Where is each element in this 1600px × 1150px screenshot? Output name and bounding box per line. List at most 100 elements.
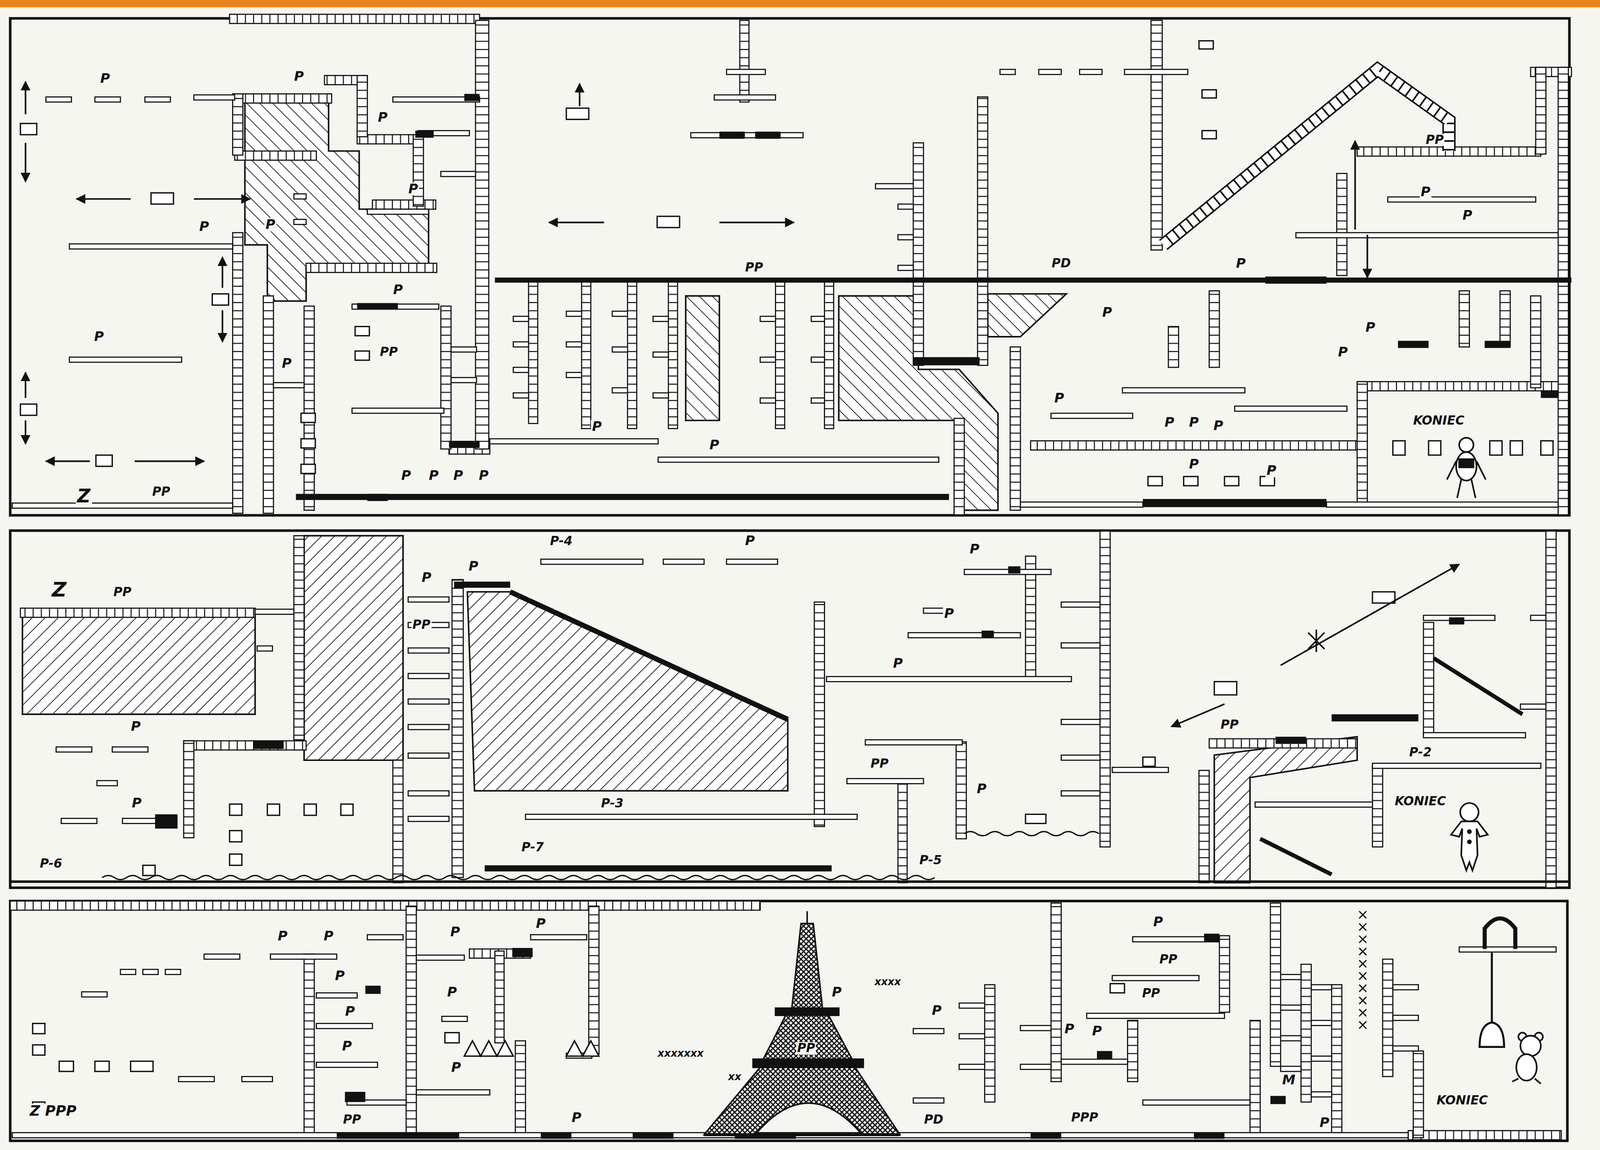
map-label: P bbox=[708, 438, 721, 452]
brick-row bbox=[10, 14, 1572, 1140]
map-label: P bbox=[198, 219, 210, 234]
map-label: xxxxxxx bbox=[656, 1047, 705, 1059]
map-label: PP bbox=[743, 261, 765, 274]
map-label: P bbox=[743, 534, 756, 548]
x-column bbox=[1359, 910, 1367, 1029]
panel-frame bbox=[10, 18, 1570, 1141]
map-label: xx bbox=[727, 1071, 742, 1082]
map-label: P bbox=[333, 968, 346, 983]
map-label: P-4 bbox=[549, 534, 574, 547]
teddy-figure bbox=[1512, 1032, 1543, 1084]
map-label: PPP bbox=[1070, 1111, 1100, 1124]
map-label: P bbox=[407, 182, 420, 196]
map-label: PP bbox=[378, 345, 399, 358]
map-label: P bbox=[93, 329, 105, 344]
map-label: PP bbox=[1158, 953, 1179, 966]
slope bbox=[510, 591, 1523, 875]
map-label: PP bbox=[342, 1113, 363, 1126]
map-label: P-2 bbox=[1408, 746, 1433, 759]
map-label: PD bbox=[922, 1113, 944, 1126]
map-label: P bbox=[420, 570, 433, 585]
map-label: P bbox=[1091, 1024, 1103, 1038]
map-label: P bbox=[1419, 185, 1432, 199]
map-label: P bbox=[391, 283, 404, 297]
brick-column bbox=[183, 20, 1569, 1138]
map-label: P bbox=[1188, 415, 1200, 430]
map-label: PP bbox=[411, 618, 432, 631]
brick-stair bbox=[1163, 69, 1450, 246]
map-label: P bbox=[1364, 320, 1377, 335]
motion-arrow bbox=[25, 81, 1460, 727]
map-label: P bbox=[293, 69, 305, 84]
platform bbox=[12, 69, 1559, 1138]
map-label: P bbox=[129, 719, 142, 734]
map-label: M bbox=[1280, 1073, 1297, 1087]
map-label: P bbox=[340, 1039, 353, 1053]
map-label: PP bbox=[112, 585, 133, 599]
map-label: P bbox=[99, 71, 111, 86]
bell bbox=[1479, 917, 1516, 1047]
map-label: P bbox=[590, 419, 603, 434]
gingerbread-figure bbox=[1451, 802, 1488, 871]
map-label: P bbox=[452, 468, 464, 483]
map-label: KONIEC bbox=[1393, 794, 1447, 808]
map-label: P bbox=[376, 110, 389, 125]
map-label: P bbox=[322, 929, 335, 943]
map-label: P bbox=[1461, 208, 1474, 223]
map-label: P-5 bbox=[918, 853, 943, 867]
map-label: P bbox=[467, 559, 480, 573]
map-label: P bbox=[449, 925, 461, 939]
map-label: P bbox=[276, 929, 289, 943]
map-label: P bbox=[830, 985, 843, 999]
map-label: P bbox=[427, 468, 440, 483]
hatched-wall bbox=[245, 102, 1067, 511]
map-label: Z bbox=[50, 579, 69, 601]
map-label: P bbox=[1336, 345, 1349, 359]
map-label: P bbox=[1265, 463, 1278, 478]
block bbox=[20, 40, 1554, 1112]
map-label: xxxx bbox=[873, 976, 902, 987]
map-label: P bbox=[450, 1060, 463, 1074]
map-label: P bbox=[344, 1004, 356, 1018]
spikes bbox=[464, 1040, 599, 1056]
map-label: PP bbox=[151, 485, 172, 498]
map-label: PP bbox=[1219, 718, 1240, 731]
map-label: P bbox=[1212, 419, 1225, 433]
map-label: P-6 bbox=[38, 857, 64, 870]
map-label: P bbox=[1188, 457, 1200, 471]
map-label: P-3 bbox=[600, 797, 625, 810]
map-label: P bbox=[534, 916, 547, 931]
map-label: P bbox=[1053, 391, 1066, 405]
map-label: KONIEC bbox=[1435, 1093, 1489, 1107]
map-label: P bbox=[968, 542, 981, 556]
water bbox=[10, 831, 1570, 882]
map-label: P bbox=[1063, 1022, 1076, 1036]
map-label: P bbox=[1101, 305, 1113, 320]
map-label: P bbox=[1318, 1115, 1331, 1130]
map-label: P bbox=[264, 217, 277, 232]
map-label: P-7 bbox=[520, 840, 545, 854]
map-label: PP bbox=[869, 757, 890, 770]
map-label: PP bbox=[1424, 133, 1445, 146]
map-label: Z bbox=[75, 486, 93, 506]
end-figure bbox=[1446, 437, 1486, 498]
map-label: P bbox=[570, 1110, 583, 1125]
map-label: P bbox=[130, 796, 143, 810]
map-label: PP bbox=[796, 1041, 817, 1054]
map-label: PD bbox=[1050, 257, 1072, 270]
star bbox=[1308, 629, 1325, 652]
map-label: P bbox=[892, 656, 904, 670]
hatched-wall bbox=[22, 535, 1358, 883]
map-label: P bbox=[280, 356, 293, 371]
eiffel-tower bbox=[704, 910, 900, 1135]
print-band bbox=[0, 0, 1600, 8]
map-label: P bbox=[1163, 415, 1176, 430]
map-label: P bbox=[975, 782, 988, 796]
map-label: P bbox=[400, 468, 412, 483]
map-label: KONIEC bbox=[1412, 414, 1466, 427]
map-label: P bbox=[446, 985, 458, 999]
map-label: P bbox=[1152, 915, 1164, 929]
map-label: P bbox=[943, 606, 955, 621]
